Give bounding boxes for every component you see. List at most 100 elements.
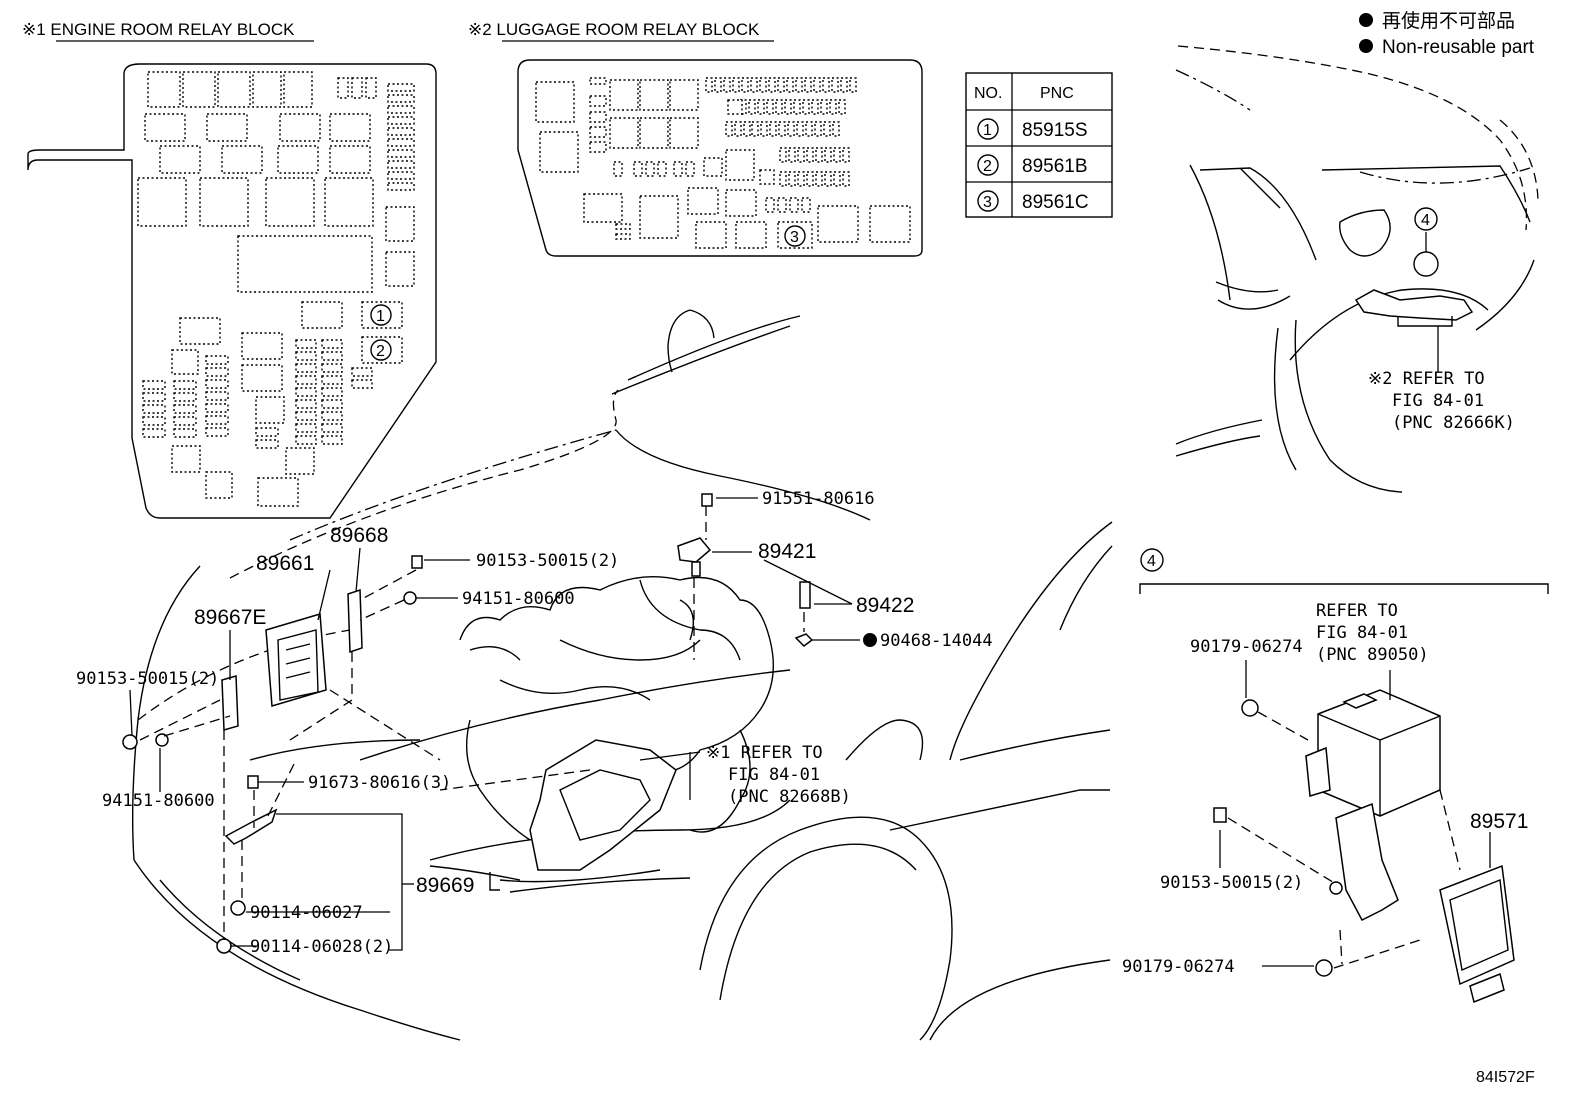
label-91673-80616: 91673-80616(3) [308,773,451,793]
fuse-slot [824,147,832,163]
fuse-slot [806,147,814,163]
table-row-no: 1 [983,122,992,139]
label-90114-06027: 90114-06027 [250,903,363,923]
fuse-slot [822,77,830,93]
label-90114-06028: 90114-06028(2) [250,937,393,957]
fuse-slot [805,121,813,137]
fuse-slot [832,121,840,137]
fuse-slot [796,121,804,137]
fuse-slot [751,121,759,137]
fuse-slot [750,77,758,93]
detail-refer-line-1: REFER TO [1316,601,1398,621]
fuse-slot [787,121,795,137]
label-90179-06274-upper: 90179-06274 [1190,637,1303,657]
fuse-slot [725,121,733,137]
table-header-no: NO. [974,85,1002,102]
fuse-slot [842,171,850,187]
detail-4: 4 REFER TO FIG 84-01 (PNC 89050) 90179-0… [1122,548,1549,1004]
fuse-slot [815,171,823,187]
table-row-no: 2 [983,158,992,175]
label-90179-06274-lower: 90179-06274 [1122,957,1235,977]
non-reusable-dot-icon [1359,13,1373,27]
fuse-slot [766,99,774,115]
table-header-pnc: PNC [1040,85,1074,102]
fuse-slot [815,147,823,163]
fuse-slot [829,99,837,115]
fuse-slot [838,99,846,115]
engine-mark-2: 2 [376,343,385,360]
main-car-view: 91551-80616 89421 89422 90468-14044 9015… [76,309,1113,1041]
table-row-pnc: 89561C [1022,192,1089,213]
fuse-slot [831,77,839,93]
fuse-slot [734,121,742,137]
fuse-slot [759,77,767,93]
luggage-block-title: ※2 LUGGAGE ROOM RELAY BLOCK [468,20,760,39]
label-89667e: 89667E [194,606,266,629]
fuse-slot [797,171,805,187]
label-89422: 89422 [856,594,914,617]
fuse-slot [788,147,796,163]
fuse-slot [824,171,832,187]
fuse-slot [786,77,794,93]
fuse-slot [804,77,812,93]
fuse-slot [813,77,821,93]
label-91551-80616: 91551-80616 [762,489,875,509]
table-row-pnc: 89561B [1022,156,1088,177]
fuse-slot [842,147,850,163]
label-89571: 89571 [1470,810,1528,833]
fuse-slot [778,121,786,137]
luggage-room-relay-block: ※2 LUGGAGE ROOM RELAY BLOCK [468,20,923,257]
fuse-slot [748,99,756,115]
label-89661: 89661 [256,552,314,575]
engine-mark-1: 1 [376,308,385,325]
engine-room-relay-block: ※1 ENGINE ROOM RELAY BLOCK [22,20,437,519]
fuse-slot [795,77,803,93]
rear-refer-line-2: FIG 84-01 [1392,391,1484,411]
pnc-table: NO. PNC 1 85915S 2 89561B 3 89561C [965,72,1113,218]
label-94151-80600-left: 94151-80600 [102,791,215,811]
table-row-pnc: 85915S [1022,120,1088,141]
legend-english: Non-reusable part [1382,37,1535,58]
fuse-slot [723,77,731,93]
fuse-slot [779,171,787,187]
fuse-slot [802,99,810,115]
fuse-slot [775,99,783,115]
refer1-line-2: FIG 84-01 [728,765,820,785]
fuse-slot [814,121,822,137]
fuse-slot [705,77,713,93]
fuse-slot [743,121,751,137]
fuse-slot [793,99,801,115]
non-reusable-dot-icon [863,633,877,647]
fuse-slot [820,99,828,115]
detail-refer-line-2: FIG 84-01 [1316,623,1408,643]
label-89668: 89668 [330,524,388,547]
fuse-slot [779,147,787,163]
fuse-slot [714,77,722,93]
fuse-slot [833,147,841,163]
fuse-slot [741,77,749,93]
refer1-line-1: ※1 REFER TO [706,743,823,763]
rear-refer-line-1: ※2 REFER TO [1368,369,1485,389]
fuse-slot [823,121,831,137]
non-reusable-dot-icon [1359,39,1373,53]
label-90153-50015-upper: 90153-50015(2) [476,551,619,571]
legend: 再使用不可部品 Non-reusable part [1359,10,1535,58]
fuse-slot [797,147,805,163]
fuse-slot [811,99,819,115]
label-94151-80600-upper: 94151-80600 [462,589,575,609]
label-89421: 89421 [758,540,816,563]
fuse-slot [784,99,792,115]
rear-refer-line-3: (PNC 82666K) [1392,413,1515,433]
fuse-slot [768,77,776,93]
label-90468-14044: 90468-14044 [880,631,993,651]
fuse-slot [833,171,841,187]
fuse-slot [777,77,785,93]
figure-code: 84I572F [1476,1069,1535,1086]
fuse-slot [732,77,740,93]
label-90153-50015-detail: 90153-50015(2) [1160,873,1303,893]
fuse-slot [849,77,857,93]
legend-japanese: 再使用不可部品 [1382,10,1515,32]
fuse-slot [760,121,768,137]
detail-callout-4: 4 [1147,553,1156,570]
